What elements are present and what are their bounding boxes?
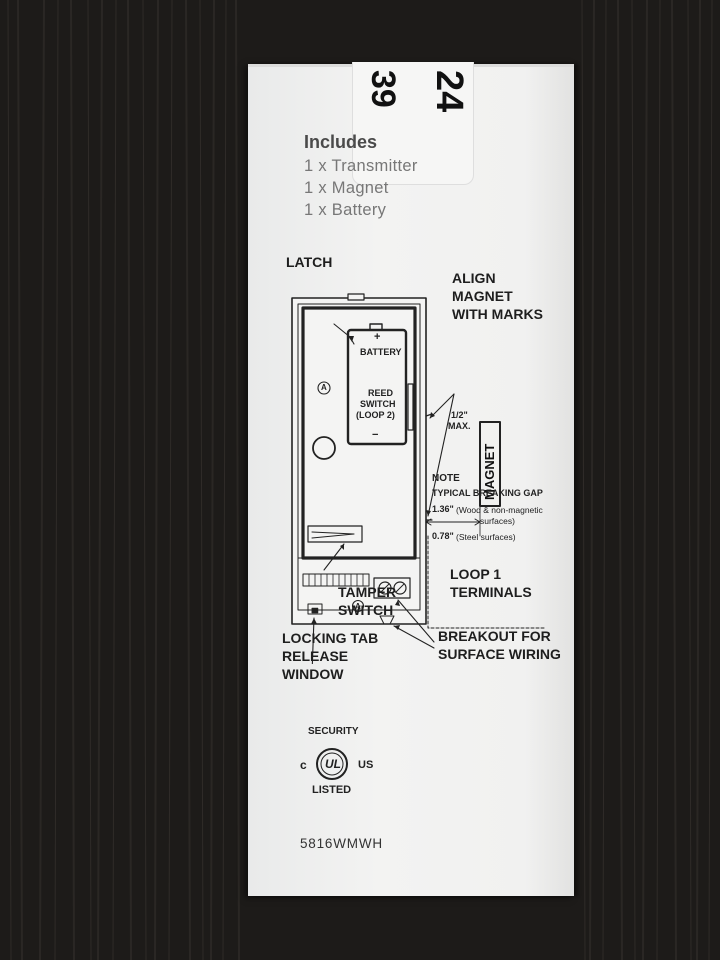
note-title: NOTE bbox=[432, 473, 460, 484]
product-box: 39 24 Includes 1 x Transmitter 1 x Magne… bbox=[248, 62, 574, 896]
note-wood-text: (Wood & non-magnetic bbox=[456, 505, 543, 515]
ul-c-text: c bbox=[300, 758, 307, 772]
model-number: 5816WMWH bbox=[300, 836, 383, 851]
loop1-label-line2: TERMINALS bbox=[450, 584, 532, 600]
tamper-label-line1: TAMPER bbox=[338, 584, 397, 600]
breakout-label-line2: SURFACE WIRING bbox=[438, 646, 561, 662]
sticker-number-2: 24 bbox=[428, 70, 470, 113]
reed-label-line3: (LOOP 2) bbox=[356, 410, 395, 420]
align-label-line3: WITH MARKS bbox=[452, 306, 543, 322]
ul-us-text: US bbox=[358, 759, 374, 771]
battery-label: BATTERY bbox=[360, 347, 402, 357]
ul-listed-text: LISTED bbox=[312, 784, 352, 796]
note-steel-value: 0.78" bbox=[432, 531, 454, 541]
includes-item: 1 x Battery bbox=[304, 201, 387, 219]
gap-max-label: MAX. bbox=[448, 421, 471, 431]
ul-logo-text: UL bbox=[325, 757, 341, 771]
marker-a-bottom: A bbox=[355, 602, 361, 611]
includes-item: 1 x Transmitter bbox=[304, 157, 418, 175]
ul-listed-logo bbox=[316, 748, 348, 780]
loop1-label-line1: LOOP 1 bbox=[450, 566, 502, 582]
reed-label-line1: REED bbox=[368, 388, 394, 398]
battery-plus: + bbox=[374, 331, 381, 343]
includes-section: Includes 1 x Transmitter 1 x Magnet 1 x … bbox=[304, 132, 418, 221]
align-label-line1: ALIGN bbox=[452, 270, 496, 286]
locking-label-line3: WINDOW bbox=[282, 666, 344, 682]
price-sticker bbox=[352, 62, 474, 185]
note-wood-text2: surfaces) bbox=[480, 516, 515, 526]
breakout-label-line1: BREAKOUT FOR bbox=[438, 628, 551, 644]
includes-item: 1 x Magnet bbox=[304, 179, 389, 197]
note-steel-text: (Steel surfaces) bbox=[456, 532, 516, 542]
marker-a-top: A bbox=[321, 383, 327, 392]
locking-label-line2: RELEASE bbox=[282, 648, 349, 664]
ul-security-text: SECURITY bbox=[308, 726, 359, 737]
battery-minus: − bbox=[372, 429, 379, 441]
includes-title: Includes bbox=[304, 132, 378, 152]
note-heading: TYPICAL BREAKING GAP bbox=[432, 488, 543, 498]
align-label-line2: MAGNET bbox=[452, 288, 513, 304]
locking-label-line1: LOCKING TAB bbox=[282, 630, 379, 646]
gap-half-label: 1/2" bbox=[451, 410, 468, 420]
reed-label-line2: SWITCH bbox=[360, 399, 396, 409]
latch-label: LATCH bbox=[286, 254, 333, 270]
sticker-number-1: 39 bbox=[364, 70, 402, 108]
note-wood-value: 1.36" bbox=[432, 504, 454, 514]
installation-diagram bbox=[291, 293, 547, 664]
tamper-label-line2: SWITCH bbox=[338, 602, 394, 618]
